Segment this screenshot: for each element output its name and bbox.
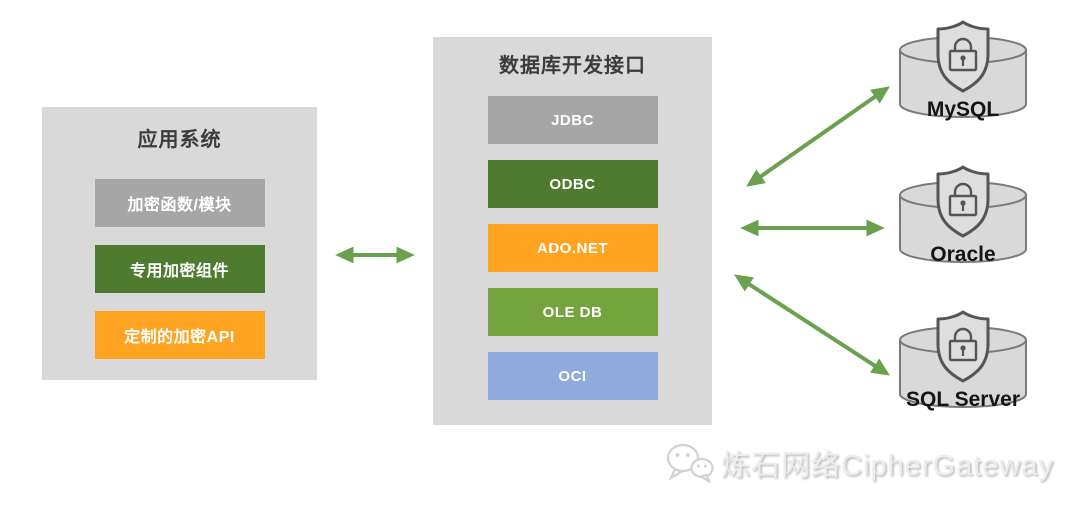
wechat-logo-icon	[667, 443, 714, 483]
database-sqlserver: SQL Server	[899, 310, 1027, 411]
db-interface-panel: 数据库开发接口 JDBC ODBC ADO.NET OLE DB OCI	[433, 37, 712, 425]
app-item-custom-encrypt-api: 定制的加密API	[94, 311, 265, 359]
dbi-item-oledb: OLE DB	[487, 288, 658, 336]
db-interface-title: 数据库开发接口	[499, 55, 646, 77]
arrow-interface-to-mysql	[746, 86, 890, 187]
database-label: MySQL	[927, 98, 1000, 121]
app-system-title: 应用系统	[137, 129, 222, 151]
app-system-panel: 应用系统 加密函数/模块 专用加密组件 定制的加密API	[42, 107, 317, 380]
database-mysql: MySQL	[899, 20, 1027, 121]
app-item-encrypt-function-module: 加密函数/模块	[94, 179, 265, 227]
dbi-item-adonet: ADO.NET	[487, 224, 658, 272]
watermark: 炼石网络CipherGateway	[664, 441, 1054, 485]
dbi-item-odbc: ODBC	[487, 160, 658, 208]
arrow-interface-to-sqlserver	[733, 274, 891, 376]
dbi-item-jdbc: JDBC	[487, 96, 658, 144]
watermark-text: 炼石网络CipherGateway	[721, 450, 1054, 482]
database-label: Oracle	[930, 243, 995, 266]
app-item-dedicated-encrypt-component: 专用加密组件	[94, 245, 265, 293]
dbi-item-oci: OCI	[487, 352, 658, 400]
database-oracle: Oracle	[899, 165, 1027, 266]
database-label: SQL Server	[906, 388, 1020, 411]
